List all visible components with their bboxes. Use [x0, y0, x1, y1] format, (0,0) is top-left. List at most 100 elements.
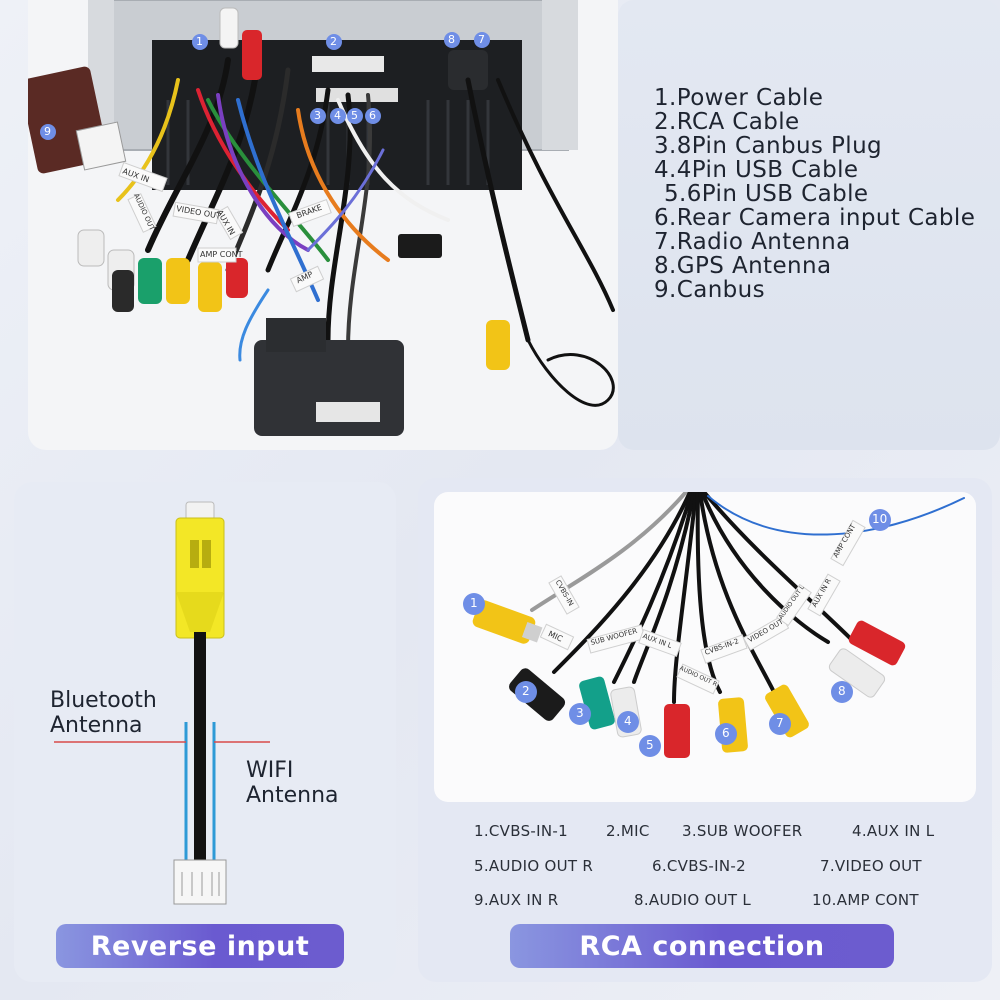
- connector-block-3-6: [316, 88, 398, 102]
- top-legend-item: 1.Power Cable: [654, 85, 824, 111]
- rca-legend-item: 3.SUB WOOFER: [682, 822, 803, 840]
- antenna-ports: [448, 50, 488, 90]
- rca-plug-camera-yellow: [486, 320, 510, 370]
- rca-marker-4: [617, 711, 639, 733]
- rca-marker-7-label: 7: [776, 716, 784, 730]
- rca-plug-top-red: [242, 30, 262, 80]
- rca-marker-10-label: 10: [872, 512, 888, 526]
- rca-marker-2-label: 2: [522, 684, 530, 698]
- reverse-plug-connector: [173, 859, 227, 905]
- marker-8: [444, 32, 460, 48]
- wire-tags: [118, 161, 332, 293]
- top-legend-item: 5.6Pin USB Cable: [664, 181, 869, 207]
- yellow-rca-grip-1: [190, 540, 199, 568]
- rca-legend-item: 4.AUX IN L: [852, 822, 935, 840]
- top-legend-item: 3.8Pin Canbus Plug: [654, 133, 883, 159]
- rca-plug-yellow-1: [166, 258, 190, 304]
- rca-legend-item: 5.AUDIO OUT R: [474, 857, 594, 875]
- bluetooth-antenna-label: Bluetooth Antenna: [50, 688, 157, 738]
- rca-plug-7-video-out: [765, 684, 809, 738]
- rca-marker-3-label: 3: [576, 706, 584, 720]
- head-unit-wiring-illustration: [28, 0, 615, 436]
- rca-legend-item: 7.VIDEO OUT: [820, 857, 922, 875]
- rca-wire-tags: [539, 519, 866, 695]
- marker-9-label: 9: [44, 125, 51, 138]
- marker-6: [365, 108, 381, 124]
- rca-plug-5-audio-out-r: [664, 704, 690, 758]
- rca-plug-1-cvbs-in-1: [472, 600, 543, 644]
- top-legend-item: 2.RCA Cable: [654, 109, 800, 135]
- top-photo-markers: [40, 32, 490, 140]
- usb-connector: [398, 234, 442, 258]
- marker-7: [474, 32, 490, 48]
- harness-plug-top: [266, 318, 326, 352]
- head-unit-photo-panel: AUX IN VIDEO OUT AUX IN AUDIO OUT AMP CO…: [28, 0, 618, 450]
- rca-legend-item: 2.MIC: [606, 822, 650, 840]
- rca-legend-item: 10.AMP CONT: [812, 891, 919, 909]
- marker-9: [40, 124, 56, 140]
- top-legend-list: 1.Power Cable 2.RCA Cable 3.8Pin Canbus …: [654, 86, 975, 302]
- marker-6-label: 6: [369, 109, 376, 122]
- rca-connection-panel: 1 2 3 4 5 6 7 8 10 CVBS-IN MIC SUB WOOFE…: [418, 478, 992, 982]
- bluetooth-label-line1: Bluetooth: [50, 688, 157, 713]
- marker-7-label: 7: [478, 33, 485, 46]
- rca-marker-5-label: 5: [646, 738, 654, 752]
- top-legend-item: 6.Rear Camera input Cable: [654, 205, 976, 231]
- harness-label-sticker: [316, 402, 380, 422]
- top-rca-cluster: [77, 7, 510, 370]
- rca-marker-5: [639, 735, 661, 757]
- wifi-label-line1: WIFI: [246, 758, 294, 783]
- marker-5: [347, 108, 363, 124]
- rca-plug-green: [138, 258, 162, 304]
- wifi-antenna-label: WIFI Antenna: [246, 758, 339, 808]
- rca-marker-10: [869, 509, 891, 531]
- rca-wires: [530, 492, 965, 704]
- rca-legend-item: 9.AUX IN R: [474, 891, 559, 909]
- rca-marker-8-label: 8: [838, 684, 846, 698]
- marker-5-label: 5: [351, 109, 358, 122]
- canbus-plug: [75, 121, 127, 171]
- reverse-input-banner: Reverse input: [56, 924, 344, 968]
- rca-plug-top-white: [219, 7, 239, 49]
- rca-legend-item: 6.CVBS-IN-2: [652, 857, 746, 875]
- top-legend-item: 8.GPS Antenna: [654, 253, 832, 279]
- marker-4-label: 4: [334, 109, 341, 122]
- connector-block-2: [312, 56, 384, 72]
- rca-marker-8: [831, 681, 853, 703]
- rca-marker-6: [715, 723, 737, 745]
- top-legend-panel: [618, 0, 1000, 450]
- top-legend-item: 4.4Pin USB Cable: [654, 157, 859, 183]
- marker-3: [310, 108, 326, 124]
- chassis-bracket-right: [542, 0, 578, 150]
- rca-cable-illustration: [463, 492, 965, 758]
- wifi-label-line2: Antenna: [246, 783, 339, 808]
- marker-2: [326, 34, 342, 50]
- rca-marker-1: [463, 593, 485, 615]
- rca-plug-9-aux-in-r: [848, 620, 906, 666]
- marker-8-label: 8: [448, 33, 455, 46]
- top-legend-item: 7.Radio Antenna: [654, 229, 851, 255]
- marker-1-label: 1: [196, 35, 203, 48]
- rca-plug-red: [226, 258, 248, 298]
- yellow-rca-taper: [176, 592, 224, 632]
- rca-marker-7: [769, 713, 791, 735]
- bluetooth-label-line2: Antenna: [50, 713, 143, 738]
- marker-4: [330, 108, 346, 124]
- rca-tip: [185, 501, 215, 521]
- marker-3-label: 3: [314, 109, 321, 122]
- rca-connection-banner: RCA connection: [510, 924, 894, 968]
- rca-plug-black: [112, 270, 134, 312]
- rca-legend-item: 1.CVBS-IN-1: [474, 822, 568, 840]
- reverse-cable: [194, 632, 206, 862]
- yellow-rca-grip-2: [202, 540, 211, 568]
- rca-marker-6-label: 6: [722, 726, 730, 740]
- rca-plug-white-1: [77, 229, 105, 267]
- reverse-cable-illustration: [54, 501, 270, 905]
- rca-markers: [463, 509, 891, 757]
- reverse-input-panel: [14, 482, 396, 982]
- rca-marker-1-label: 1: [470, 596, 478, 610]
- rca-marker-3: [569, 703, 591, 725]
- marker-1: [192, 34, 208, 50]
- rca-marker-4-label: 4: [624, 714, 632, 728]
- wire-tag-amp-cont: AMP CONT: [200, 250, 243, 259]
